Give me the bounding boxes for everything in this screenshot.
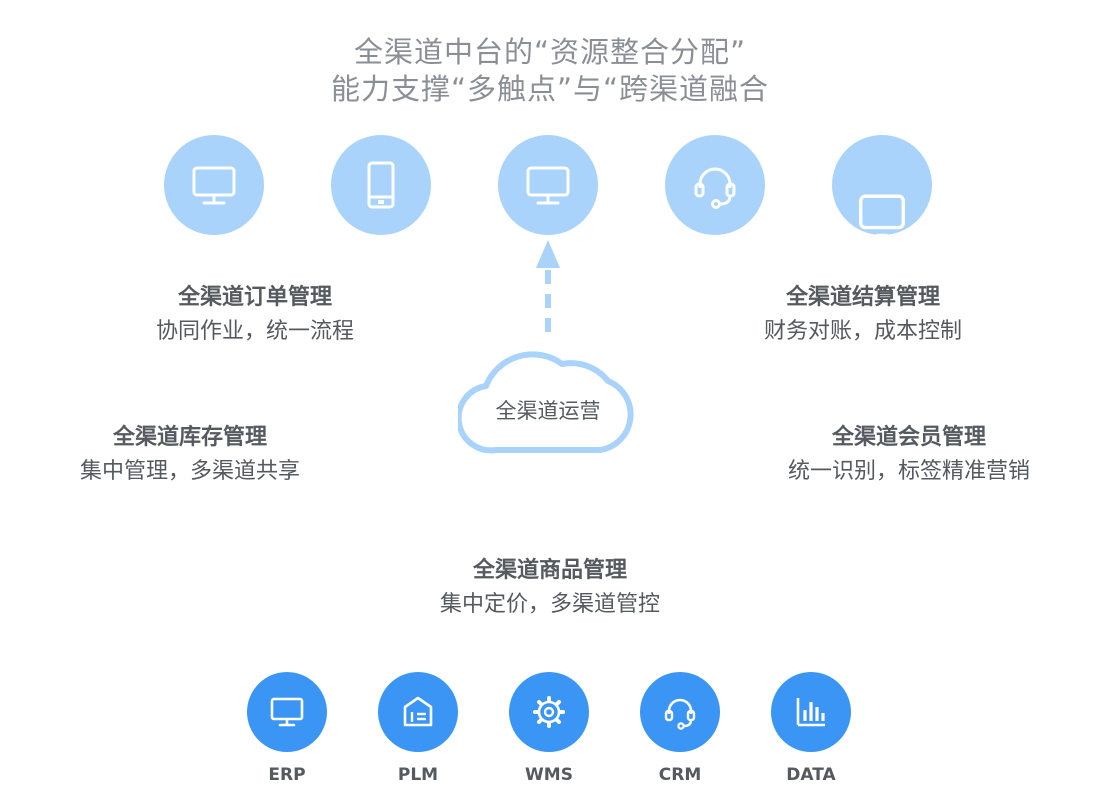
bar-chart-icon bbox=[796, 698, 825, 727]
touchpoint-mobile bbox=[331, 135, 431, 235]
feature-order: 全渠道订单管理 协同作业，统一流程 bbox=[110, 283, 400, 348]
system-plm-label: PLM bbox=[397, 765, 439, 785]
arrow-head bbox=[536, 240, 560, 268]
cloud-diagram bbox=[458, 240, 634, 454]
touchpoint-service bbox=[665, 135, 765, 235]
mobile-phone-icon bbox=[367, 161, 395, 209]
system-data: DATA bbox=[769, 672, 853, 786]
touchpoint-laptop bbox=[832, 135, 932, 235]
monitor-icon bbox=[192, 166, 236, 205]
laptop-icon bbox=[859, 194, 905, 235]
gear-icon bbox=[533, 696, 565, 728]
feature-member-desc: 统一识别，标签精准营销 bbox=[787, 459, 1030, 484]
title-line-1: 全渠道中台的“资源整合分配” bbox=[353, 35, 747, 69]
feature-goods-title: 全渠道商品管理 bbox=[472, 558, 627, 583]
feature-order-title: 全渠道订单管理 bbox=[177, 285, 332, 310]
system-plm: PLM bbox=[376, 672, 460, 786]
touchpoint-desktop bbox=[498, 135, 598, 235]
feature-goods: 全渠道商品管理 集中定价，多渠道管控 bbox=[400, 556, 700, 621]
feature-inventory: 全渠道库存管理 集中管理，多渠道共享 bbox=[40, 423, 340, 488]
monitor-icon bbox=[270, 697, 304, 727]
system-crm-label: CRM bbox=[658, 765, 702, 785]
system-erp: ERP bbox=[245, 672, 329, 786]
feature-inventory-title: 全渠道库存管理 bbox=[112, 425, 267, 450]
building-icon bbox=[403, 696, 433, 727]
system-crm: CRM bbox=[638, 672, 722, 786]
feature-inventory-desc: 集中管理，多渠道共享 bbox=[79, 459, 300, 484]
system-wms: WMS bbox=[507, 672, 591, 786]
cloud-label: 全渠道运营 bbox=[495, 399, 601, 423]
cloud-icon bbox=[458, 351, 634, 454]
feature-member: 全渠道会员管理 统一识别，标签精准营销 bbox=[752, 423, 1066, 488]
system-erp-label: ERP bbox=[268, 765, 306, 785]
touchpoint-monitor bbox=[164, 135, 264, 235]
headset-icon bbox=[694, 167, 736, 209]
feature-settlement: 全渠道结算管理 财务对账，成本控制 bbox=[718, 283, 1008, 348]
system-wms-label: WMS bbox=[525, 765, 573, 785]
feature-goods-desc: 集中定价，多渠道管控 bbox=[439, 592, 660, 617]
headset-icon bbox=[664, 698, 696, 730]
system-data-label: DATA bbox=[786, 765, 836, 785]
monitor-icon bbox=[526, 166, 570, 205]
feature-settlement-desc: 财务对账，成本控制 bbox=[763, 319, 962, 344]
feature-settlement-title: 全渠道结算管理 bbox=[785, 285, 940, 310]
title-line-2: 能力支撑“多触点”与“跨渠道融合 bbox=[330, 72, 770, 106]
feature-member-title: 全渠道会员管理 bbox=[831, 425, 986, 450]
feature-order-desc: 协同作业，统一流程 bbox=[155, 319, 354, 344]
